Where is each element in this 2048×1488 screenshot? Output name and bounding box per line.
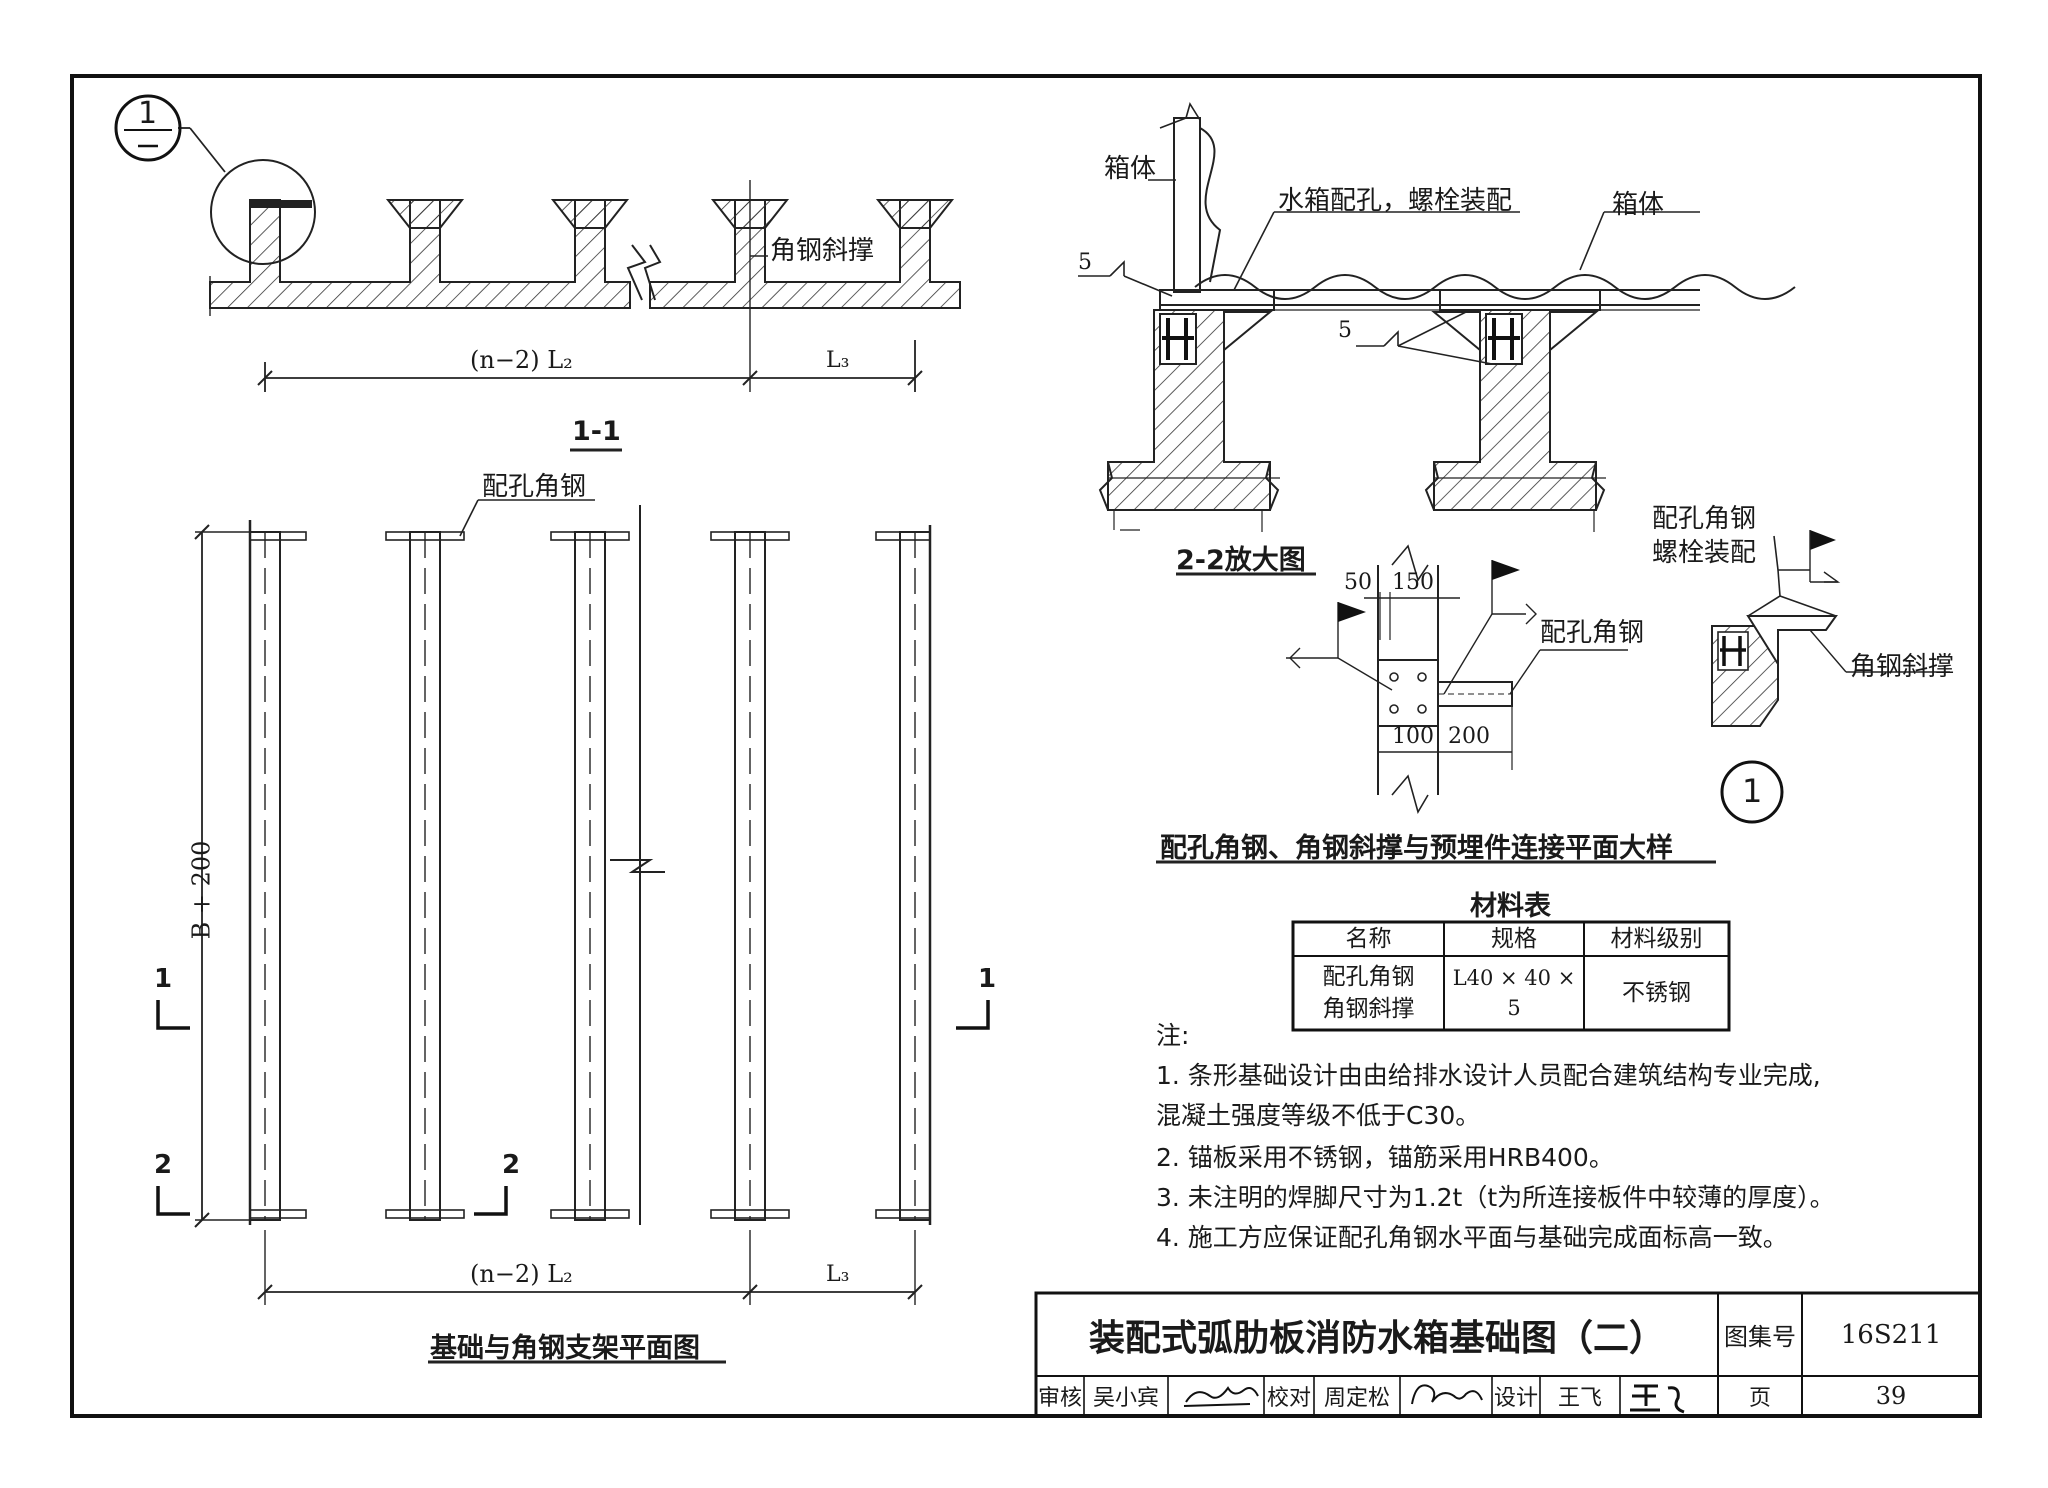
detail-marker-number: 1 <box>1742 772 1763 810</box>
detail-1-label-line2: 螺栓装配 <box>1652 538 1757 568</box>
note-line-5: 4. 施工方应保证配孔角钢水平面与基础完成面标高一致。 <box>1156 1223 1788 1252</box>
detail-1-brace-label: 角钢斜撑 <box>1850 652 1955 682</box>
material-table-header-name: 名称 <box>1345 926 1392 952</box>
material-table-name-1: 配孔角钢 <box>1322 964 1415 990</box>
connection-angle-label: 配孔角钢 <box>1540 618 1645 648</box>
drawing-frame <box>70 74 1982 1418</box>
section-1-1-drawing <box>178 127 961 452</box>
detail-1-drawing <box>1711 530 1950 824</box>
enlarged-title: 2-2放大图 <box>1176 545 1306 576</box>
plan-strip-1 <box>248 520 307 1225</box>
page-number: 39 <box>1875 1382 1907 1410</box>
enlarged-hole-label: 水箱配孔，螺栓装配 <box>1278 186 1513 216</box>
connection-dim-150: 150 <box>1392 570 1434 595</box>
section-1-1-dim-right: L₃ <box>826 348 850 373</box>
plan-strip-3 <box>550 505 665 1225</box>
connection-dim-200: 200 <box>1448 724 1490 749</box>
material-table-title: 材料表 <box>1470 891 1551 922</box>
section-marker <box>114 94 182 162</box>
plan-cut-1-right: 1 <box>978 964 997 994</box>
note-line-3: 2. 锚板采用不锈钢，锚筋采用HRB400。 <box>1156 1143 1614 1172</box>
notes-heading: 注: <box>1156 1021 1190 1050</box>
atlas-number: 16S211 <box>1840 1319 1942 1350</box>
signature-designer <box>1630 1384 1685 1414</box>
title-block <box>1034 1291 1982 1418</box>
section-1-1-title: 1-1 <box>572 416 621 447</box>
section-1-1-brace-label: 角钢斜撑 <box>770 236 875 266</box>
plan-cut-2-left: 2 <box>154 1150 173 1180</box>
plan-strip-4 <box>710 531 790 1221</box>
enlarged-weld-2: 5 <box>1338 318 1352 343</box>
detail-1-label-line1: 配孔角钢 <box>1652 504 1757 534</box>
plan-strip-2 <box>385 531 465 1221</box>
connection-title: 配孔角钢、角钢斜撑与预埋件连接平面大样 <box>1160 833 1673 864</box>
material-table <box>1291 920 1731 1032</box>
plan-cut-1-left: 1 <box>154 964 173 994</box>
plan-cut-2-right: 2 <box>502 1150 521 1180</box>
plan-drawing <box>156 499 990 1364</box>
atlas-label: 图集号 <box>1724 1323 1796 1351</box>
material-table-header-spec: 规格 <box>1491 926 1537 952</box>
plan-height-dim: B + 200 <box>187 840 216 940</box>
designer-name: 王飞 <box>1557 1386 1602 1411</box>
plan-strip-5 <box>875 525 932 1225</box>
reviewer-name: 吴小宾 <box>1092 1386 1159 1411</box>
drawing-title: 装配式弧肋板消防水箱基础图（二） <box>1088 1317 1665 1359</box>
section-1-1-dim-left: (n−2) L₂ <box>470 346 573 374</box>
note-line-2: 混凝土强度等级不低于C30。 <box>1156 1101 1481 1130</box>
connection-dim-50: 50 <box>1344 570 1372 595</box>
review-label: 审核 <box>1037 1386 1082 1411</box>
design-label: 设计 <box>1493 1386 1538 1411</box>
connection-dim-100: 100 <box>1392 724 1434 749</box>
material-table-name-2: 角钢斜撑 <box>1322 996 1415 1022</box>
section-marker-number: 1 <box>138 96 158 131</box>
page-label: 页 <box>1748 1386 1771 1411</box>
plan-dim-right: L₃ <box>826 1262 850 1287</box>
checker-name: 周定松 <box>1323 1386 1390 1411</box>
material-table-grade: 不锈钢 <box>1622 980 1691 1006</box>
plan-dim-left: (n−2) L₂ <box>470 1260 573 1288</box>
signature-checker <box>1411 1384 1483 1405</box>
enlarged-tank-label-1: 箱体 <box>1104 154 1157 184</box>
check-label: 校对 <box>1266 1386 1311 1411</box>
enlarged-drawing <box>1078 102 1796 576</box>
plan-title: 基础与角钢支架平面图 <box>430 1333 700 1364</box>
enlarged-tank-label-2: 箱体 <box>1612 190 1665 220</box>
signature-reviewer <box>1183 1386 1259 1407</box>
note-line-4: 3. 未注明的焊脚尺寸为1.2t（t为所连接板件中较薄的厚度）。 <box>1156 1183 1835 1212</box>
enlarged-weld-1: 5 <box>1078 250 1092 275</box>
connection-detail-drawing <box>1156 544 1716 864</box>
plan-angle-label: 配孔角钢 <box>482 472 587 502</box>
material-table-header-grade: 材料级别 <box>1610 926 1703 952</box>
note-line-1: 1. 条形基础设计由由给排水设计人员配合建筑结构专业完成, <box>1156 1061 1821 1090</box>
material-table-spec: L40 × 40 × 5 <box>1452 966 1576 1020</box>
